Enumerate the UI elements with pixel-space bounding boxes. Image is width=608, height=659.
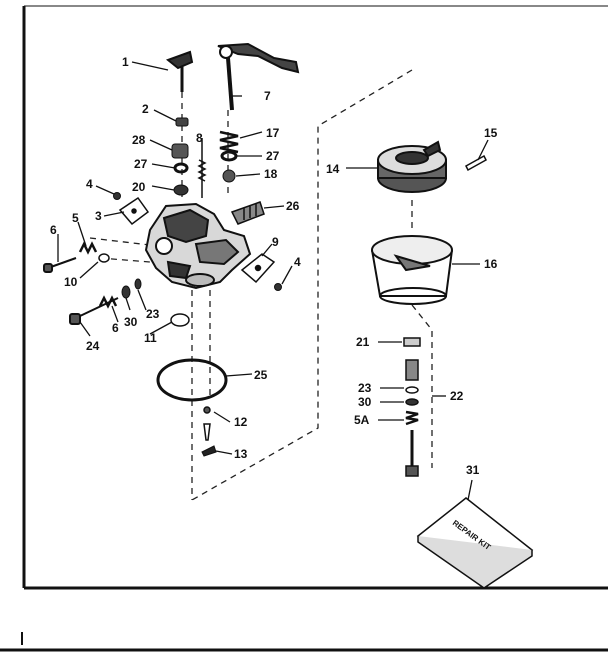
diagram-frame xyxy=(0,5,608,652)
label-part-16: 16 xyxy=(484,257,498,271)
small-spring xyxy=(197,138,207,198)
label-part-5: 5 xyxy=(72,211,79,225)
label-part-27-right: 27 xyxy=(266,149,280,163)
label-part-10: 10 xyxy=(64,275,78,289)
label-part-2: 2 xyxy=(142,102,149,116)
carburetor-body xyxy=(144,202,252,290)
idle-spring xyxy=(78,241,98,255)
choke-spring xyxy=(219,130,239,154)
bushing xyxy=(173,184,189,196)
label-part-12: 12 xyxy=(234,415,248,429)
label-part-31: 31 xyxy=(466,463,480,477)
float-bowl xyxy=(371,235,453,305)
screw-small-left xyxy=(113,192,121,200)
label-part-21: 21 xyxy=(356,335,370,349)
main-nozzle-assembly xyxy=(405,359,419,477)
label-part-30-right: 30 xyxy=(358,395,372,409)
label-part-26: 26 xyxy=(286,199,300,213)
needle-valve xyxy=(203,406,211,441)
float xyxy=(377,140,447,193)
throttle-shaft xyxy=(165,50,194,92)
bowl-nut xyxy=(403,337,421,347)
needle-spring xyxy=(98,295,118,309)
bowl-gasket xyxy=(156,358,228,402)
cover-plate xyxy=(240,253,276,284)
label-part-15: 15 xyxy=(484,126,498,140)
label-part-25: 25 xyxy=(254,368,268,382)
label-part-8: 8 xyxy=(196,131,203,145)
repair-kit xyxy=(416,497,534,589)
label-part-27-left: 27 xyxy=(134,157,148,171)
label-part-9: 9 xyxy=(272,235,279,249)
fitting xyxy=(171,143,189,159)
label-part-24: 24 xyxy=(86,339,100,353)
label-part-17: 17 xyxy=(266,126,280,140)
screw-small-right xyxy=(274,283,282,291)
label-part-30-left: 30 xyxy=(124,315,138,329)
label-part-14: 14 xyxy=(326,162,340,176)
plug xyxy=(98,253,110,263)
label-part-23-left: 23 xyxy=(146,307,160,321)
alignment-lines xyxy=(89,69,433,501)
label-part-4-right: 4 xyxy=(294,255,301,269)
choke-retainer xyxy=(222,169,236,183)
float-pin xyxy=(465,154,487,172)
label-part-7: 7 xyxy=(264,89,271,103)
label-part-1: 1 xyxy=(122,55,129,69)
label-part-3: 3 xyxy=(95,209,102,223)
gasket-left xyxy=(118,196,150,226)
label-part-28: 28 xyxy=(132,133,146,147)
leader-lines xyxy=(57,61,489,501)
washers-left xyxy=(121,278,142,299)
label-part-4-left: 4 xyxy=(86,177,93,191)
label-part-20: 20 xyxy=(132,180,146,194)
part-number-labels: 1 2 28 27 20 4 3 6 5 10 8 7 17 27 18 26 … xyxy=(50,55,498,477)
idle-screw xyxy=(43,257,77,273)
throttle-screw xyxy=(175,117,189,127)
label-part-13: 13 xyxy=(234,447,248,461)
label-part-11: 11 xyxy=(144,331,157,345)
label-part-22: 22 xyxy=(450,389,464,403)
fuel-inlet xyxy=(230,201,265,225)
label-part-23-right: 23 xyxy=(358,381,372,395)
clip xyxy=(201,445,217,457)
label-part-18: 18 xyxy=(264,167,278,181)
bowl-seal xyxy=(170,313,190,327)
label-part-6-left: 6 xyxy=(50,223,57,237)
label-part-6-right: 6 xyxy=(112,321,119,335)
label-part-5a: 5A xyxy=(354,413,370,427)
choke-shaft xyxy=(217,42,300,111)
